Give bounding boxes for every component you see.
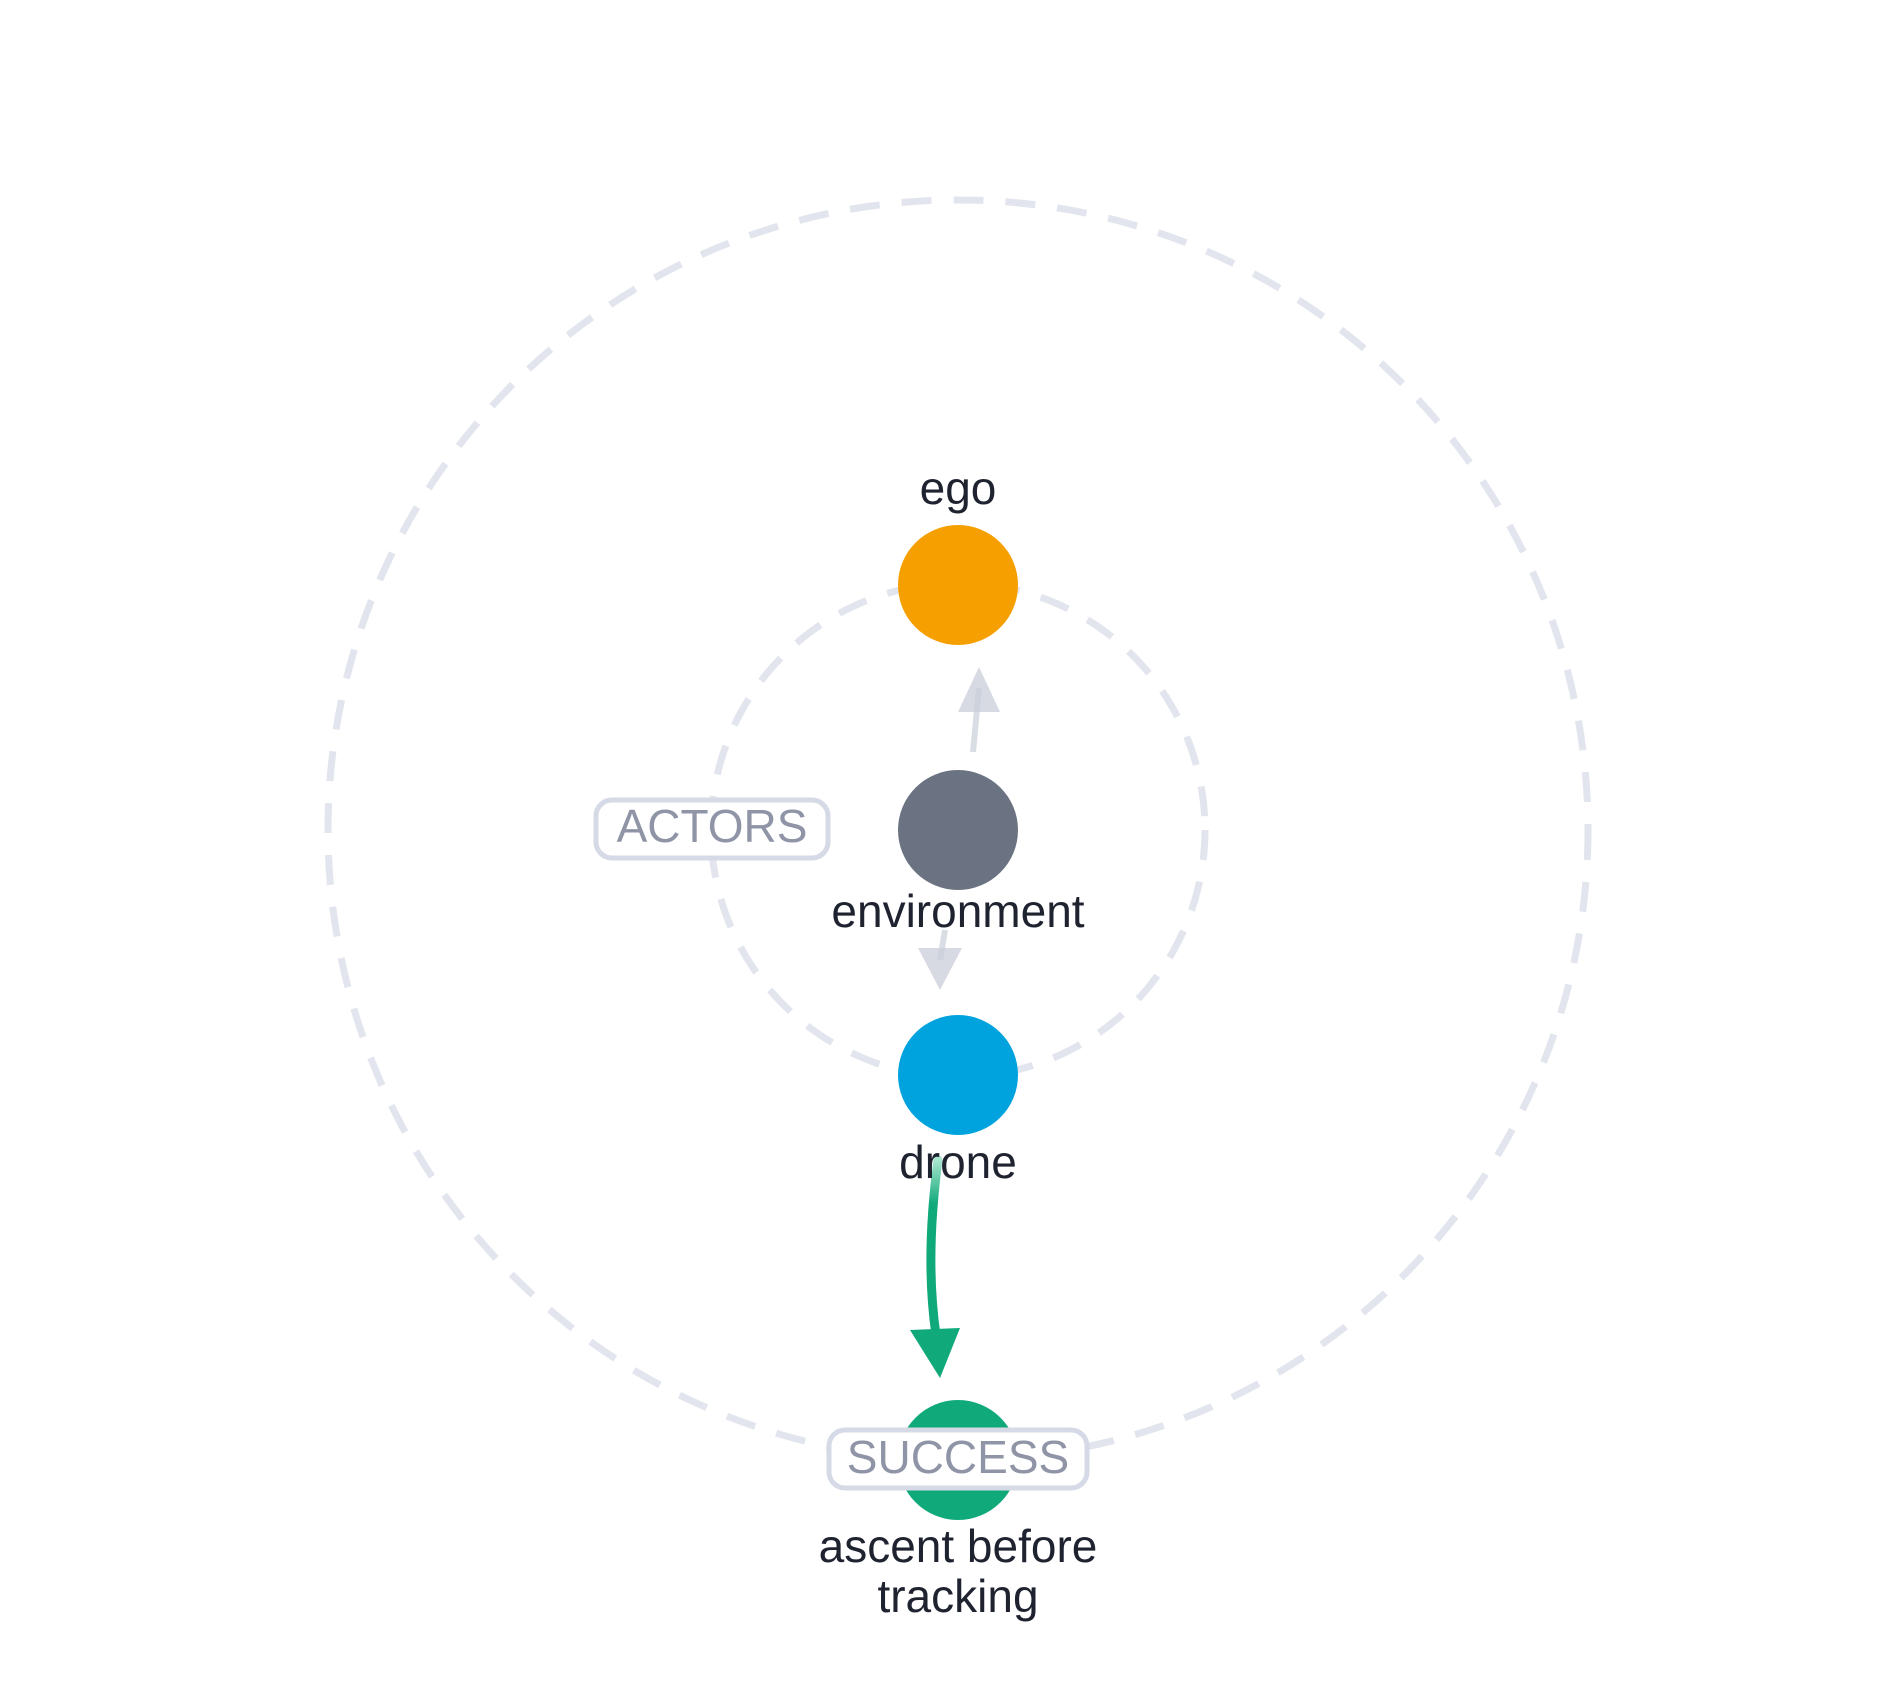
node-label-ascent-line2: tracking [877,1570,1038,1622]
ring-label-actors-text: ACTORS [617,800,808,852]
edge-environment-ego-arrowhead [958,667,1000,712]
node-label-drone: drone [899,1136,1017,1188]
node-environment[interactable] [898,770,1018,890]
ring-label-actors-box [593,797,831,861]
nodes: ego environment drone [831,462,1085,1520]
edge-drone-ascent [926,1155,943,1340]
ring-label-success: SUCCESS [826,1427,1090,1491]
node-label-ascent-line1: ascent before [819,1520,1098,1572]
edge-environment-drone-arrowhead [918,948,962,990]
node-ego[interactable] [898,525,1018,645]
node-label-environment: environment [831,885,1084,937]
edge-drone-ascent-arrowhead [910,1328,960,1378]
node-drone[interactable] [898,1015,1018,1135]
node-label-ego: ego [920,462,997,514]
ring-label-success-text: SUCCESS [847,1431,1069,1483]
ring-label-success-box [826,1427,1090,1491]
edges [910,667,1000,1378]
ring-label-actors: ACTORS [593,797,831,861]
